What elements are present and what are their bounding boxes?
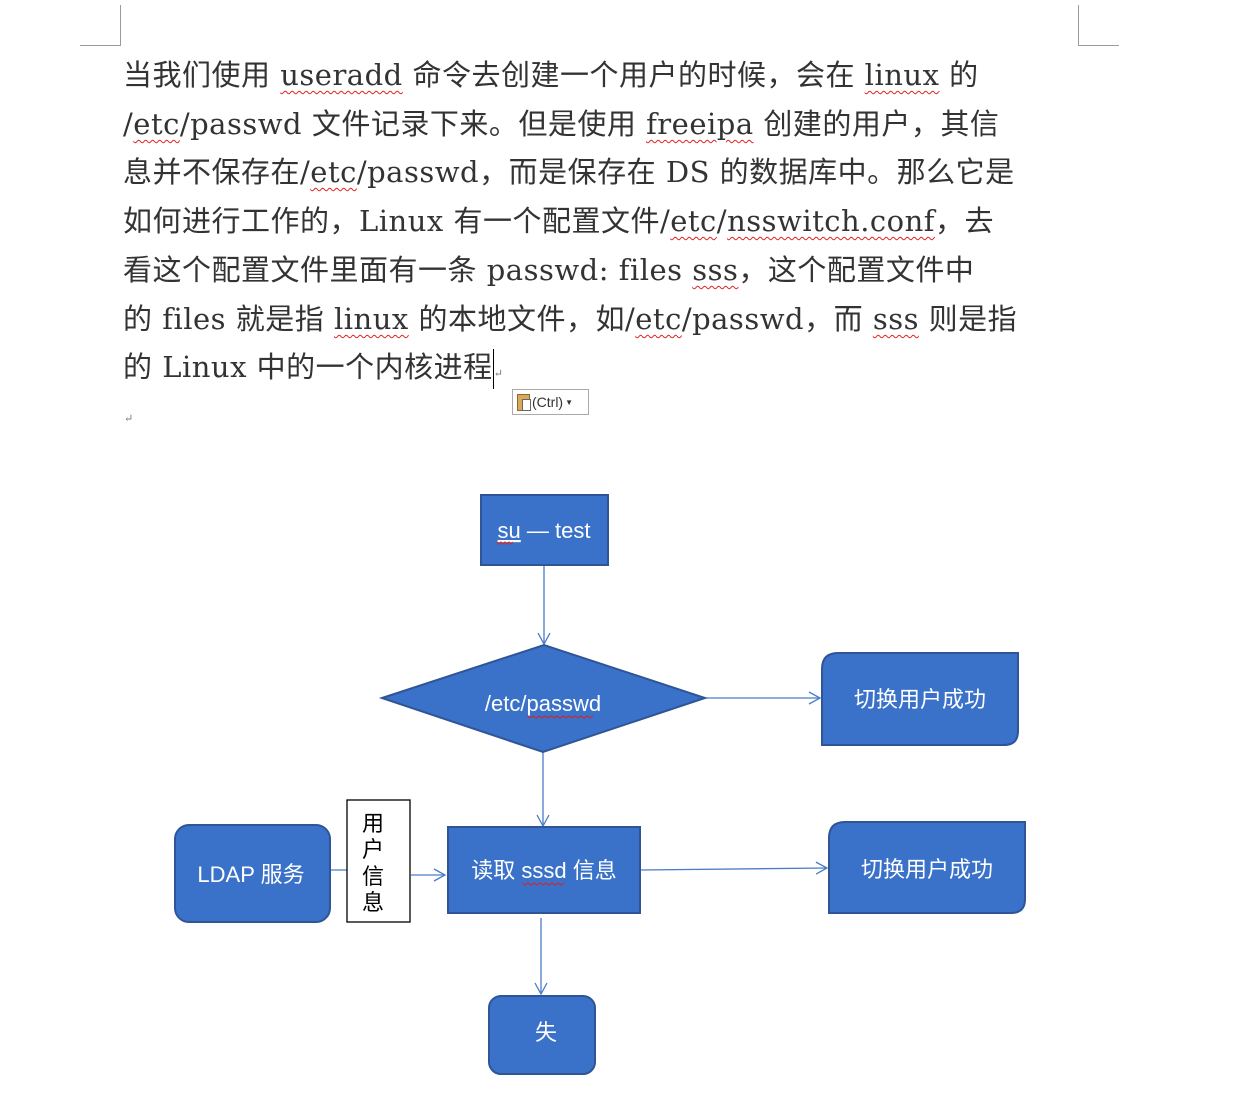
decision-node — [378, 643, 709, 754]
user-info-label: 用 户 信 息 — [362, 812, 384, 916]
ldap-node — [174, 824, 331, 923]
read-sssd-node-text: 读取 sssd 信息 — [471, 858, 617, 883]
text-line: 息并不保存在/etc/passwd，而是保存在 DS 的数据库中。那么它是 — [123, 155, 1015, 189]
svg-text:用: 用 — [362, 812, 384, 837]
text-line: 的 Linux 中的一个内核进程↵ — [123, 344, 503, 389]
user-info-label-box — [346, 799, 411, 923]
text-line: 的 files 就是指 linux 的本地文件，如/etc/passwd，而 s… — [123, 302, 1018, 336]
decision-node-text: /etc/passwd — [485, 691, 601, 716]
success-node-1-text: 切换用户成功 — [854, 687, 986, 712]
read-sssd-node — [447, 826, 641, 914]
success-node-1 — [821, 652, 1019, 746]
text-line: 当我们使用 useradd 命令去创建一个用户的时候，会在 linux 的 — [123, 58, 979, 92]
success-node-2-text: 切换用户成功 — [861, 857, 993, 882]
text-line: /etc/passwd 文件记录下来。但是使用 freeipa 创建的用户，其信 — [123, 107, 1000, 141]
start-node — [480, 494, 609, 566]
chevron-down-icon: ▼ — [565, 397, 574, 407]
text-line: 看这个配置文件里面有一条 passwd: files sss，这个配置文件中 — [123, 253, 975, 287]
text-line: 如何进行工作的，Linux 有一个配置文件/etc/nsswitch.conf，… — [123, 204, 995, 238]
fail-node-text: 失 — [535, 1020, 557, 1045]
text-cursor — [492, 349, 494, 389]
fail-node — [488, 995, 596, 1075]
svg-text:信: 信 — [362, 865, 384, 890]
margin-corner-top-right — [1078, 5, 1119, 46]
success-node-2 — [828, 821, 1026, 914]
clipboard-icon — [517, 393, 531, 411]
ldap-node-text: LDAP 服务 — [197, 862, 304, 887]
svg-text:息: 息 — [362, 891, 384, 916]
margin-corner-top-left — [80, 5, 121, 46]
svg-text:户: 户 — [362, 838, 384, 863]
paragraph-mark: ↵ — [124, 412, 134, 425]
arrow-sssd-to-success — [640, 861, 829, 875]
spellcheck-underline — [496, 541, 514, 545]
paste-options-button[interactable]: (Ctrl) ▼ — [512, 389, 589, 415]
paragraph-mark: ↵ — [493, 367, 504, 380]
paste-options-label: (Ctrl) — [532, 394, 564, 410]
start-node-text: su — test — [498, 518, 591, 543]
spellcheck-underline — [526, 715, 594, 719]
spellcheck-underline — [521, 882, 565, 886]
